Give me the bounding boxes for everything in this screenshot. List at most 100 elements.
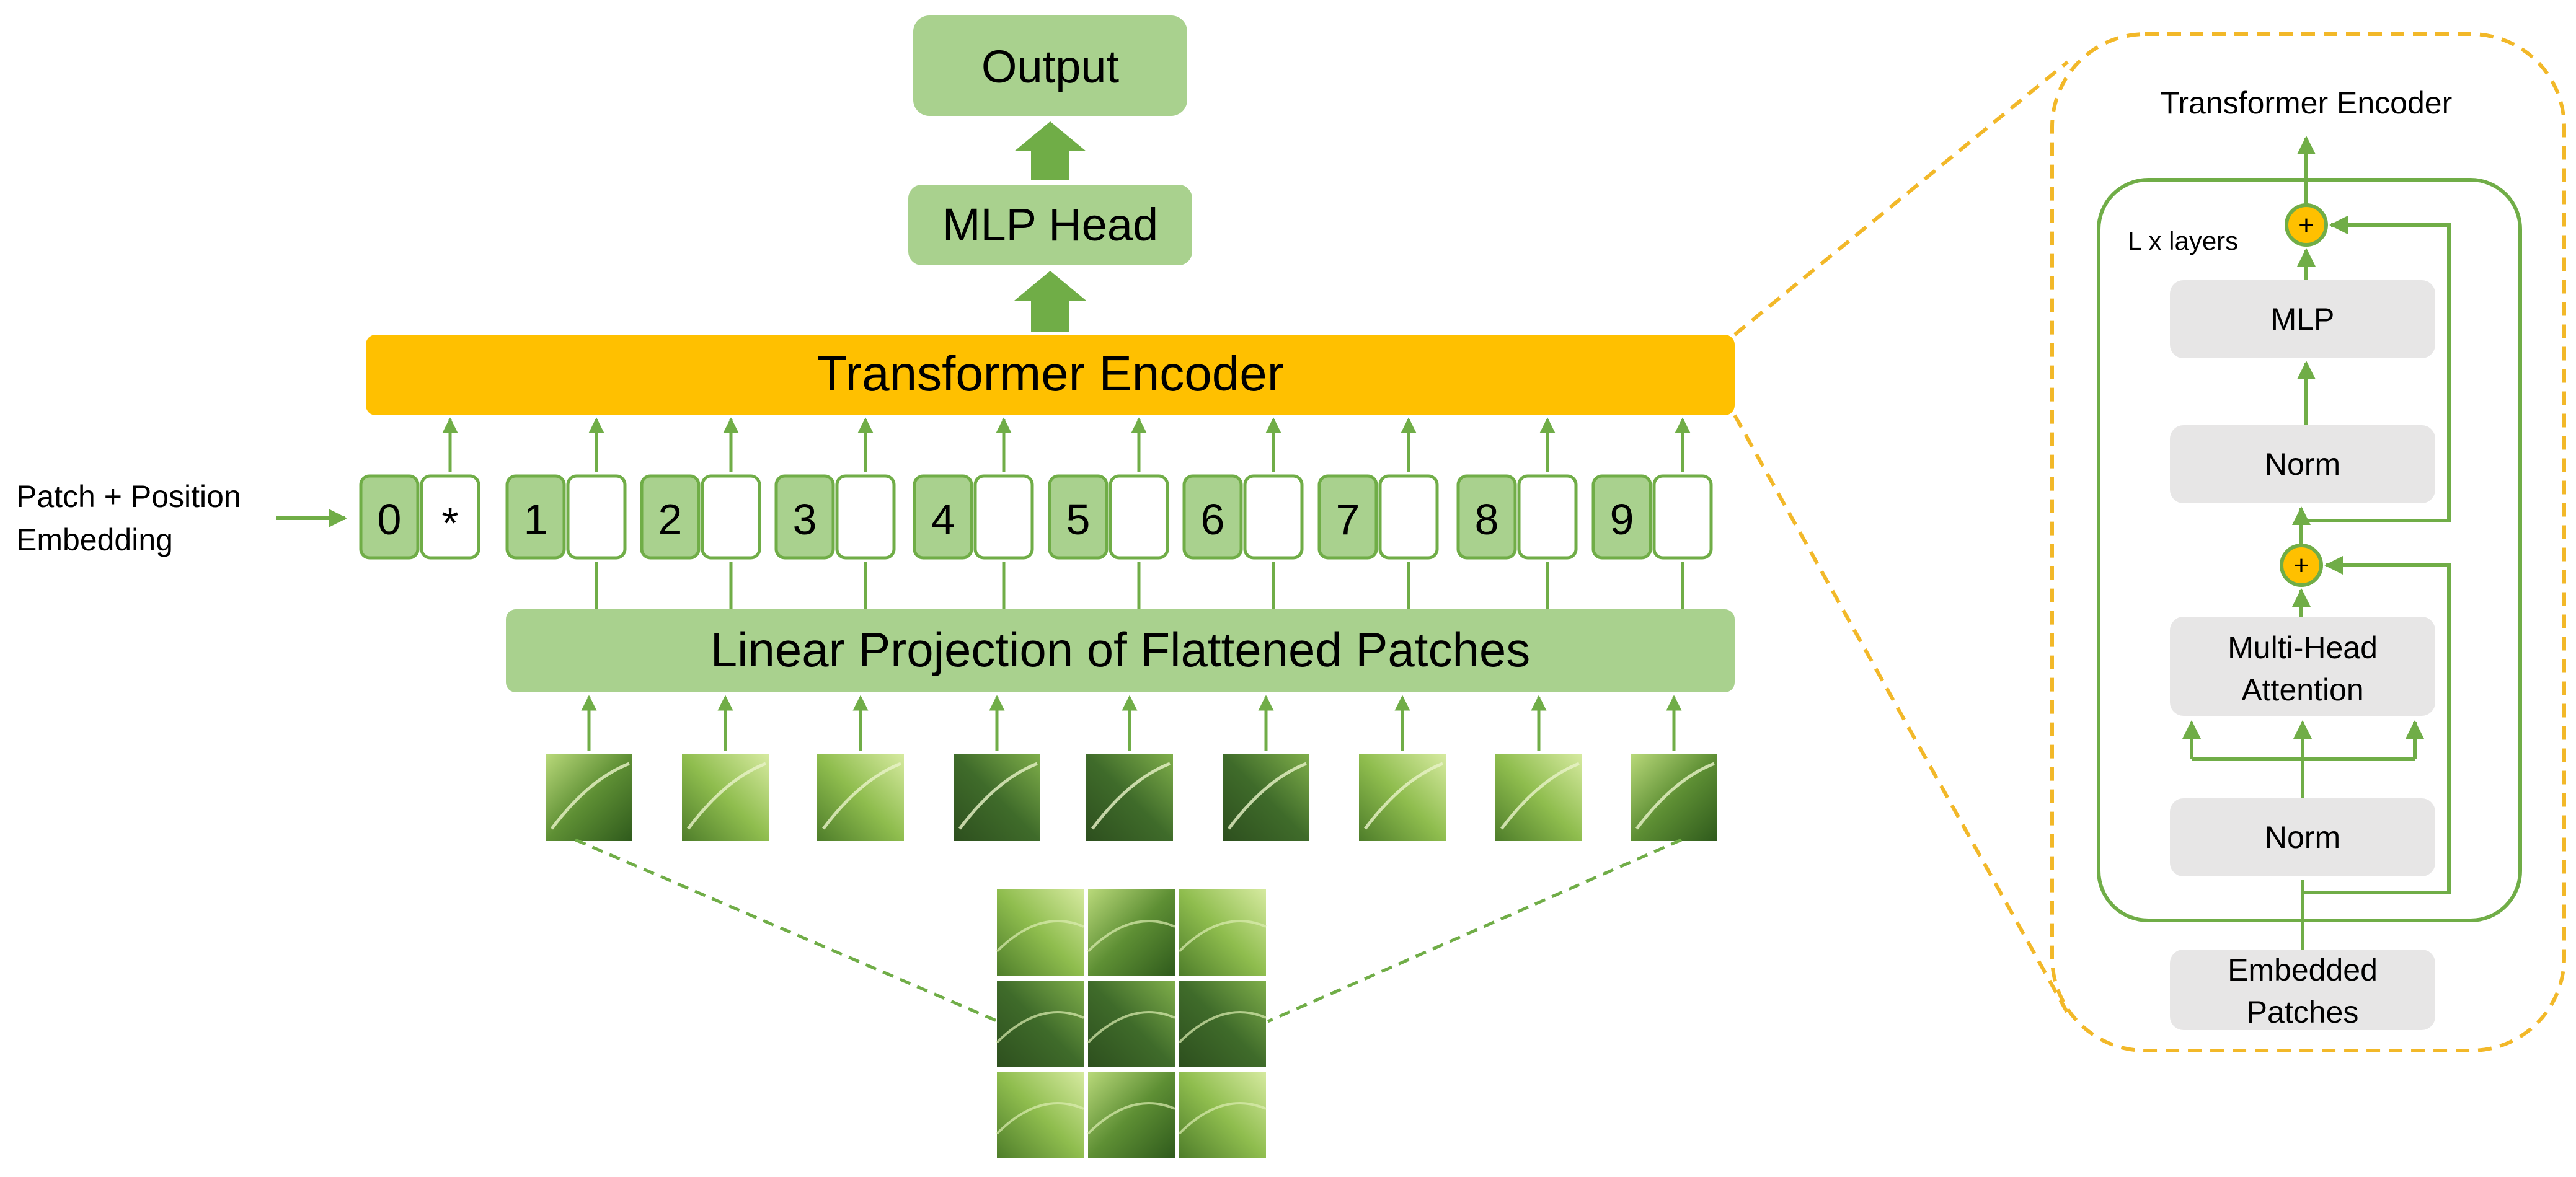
patch-image-1 [546,695,632,841]
residual-upper [2301,216,2451,522]
token-position-label: 1 [524,495,548,544]
detail-panel-outline [2050,32,2566,1052]
detail-embedded-line2: Patches [2247,995,2359,1029]
transformer-encoder-label: Transformer Encoder [817,346,1284,401]
token-position-box [1591,474,1652,560]
block-arrow-to-mlp-head [1014,271,1086,332]
detail-attention-box: Multi-Head Attention [2170,617,2435,716]
transformer-encoder-bar: Transformer Encoder [366,335,1735,415]
add-node-bottom: + [2280,544,2323,587]
mlp-head-box: MLP Head [908,185,1192,265]
input-image [996,889,1267,1158]
dashed-line-left [575,838,999,1023]
token-position-label: 0 [378,495,402,544]
detail-embedded-box: Embedded Patches [2170,950,2435,1030]
detail-title: Transformer Encoder [2161,86,2453,120]
image-grid-cell [1178,1072,1267,1158]
detail-norm-top-box: Norm [2170,425,2435,503]
token-embedding-box [1517,474,1578,560]
token-position-label: 3 [793,495,817,544]
token-3: 3 [774,417,896,609]
token-embedding-box [1378,474,1439,560]
token-2: 2 [640,417,761,609]
token-9: 9 [1591,417,1713,609]
token-position-box [640,474,701,560]
token-position-label: 4 [931,495,955,544]
embedding-label: Patch + Position Embedding [16,479,241,557]
token-6: 6 [1182,417,1304,609]
embedding-label-line2: Embedding [16,522,173,557]
output-label: Output [981,41,1120,92]
patch-image-2 [682,695,769,841]
token-embedding-box [973,474,1034,560]
token-embedding-box [835,474,896,560]
detail-norm-top-label: Norm [2265,447,2340,482]
token-1: 1 [505,417,627,609]
image-grid-cell [1087,1072,1175,1158]
add-node-top: + [2285,203,2328,247]
layers-frame [2097,178,2522,922]
token-position-box [913,474,973,560]
token-embedding-box [566,474,627,560]
image-grid-cell [1087,889,1175,976]
token-embedding-box [1652,474,1713,560]
block-arrow-to-output [1014,121,1086,180]
token-5: 5 [1048,417,1169,609]
dashed-line-right [1267,838,1683,1023]
token-position-label: 2 [658,495,683,544]
token-position-box [1456,474,1517,560]
zoom-line-bottom [1733,414,2071,1018]
token-position-label: 8 [1475,495,1499,544]
patch-image-8 [1495,695,1582,841]
detail-mlp-label: MLP [2271,302,2335,337]
image-grid-cell [1178,981,1267,1067]
detail-norm-bottom-label: Norm [2265,820,2340,855]
linear-projection-label: Linear Projection of Flattened Patches [710,622,1530,677]
image-grid-cell [996,981,1084,1067]
output-box: Output [913,15,1187,116]
token-embedding-label: * [441,499,458,547]
patch-image-7 [1359,695,1446,841]
token-embedding-box [701,474,761,560]
token-embedding-box [1109,474,1169,560]
image-grid-cell [996,889,1084,976]
token-position-box [505,474,566,560]
token-8: 8 [1456,417,1578,609]
token-position-label: 7 [1336,495,1360,544]
mlp-head-label: MLP Head [942,199,1158,250]
token-7: 7 [1317,417,1439,609]
patch-image-9 [1631,695,1717,841]
token-embedding-box [420,474,480,560]
patch-image-3 [817,695,904,841]
token-0: 0* [359,417,480,560]
layers-label: L x layers [2128,226,2238,255]
residual-lower [2303,556,2451,894]
patch-image-5 [1086,695,1173,841]
zoom-line-top [1733,60,2069,337]
image-grid-cell [1178,889,1267,976]
token-position-label: 5 [1066,495,1091,544]
token-position-box [1317,474,1378,560]
patch-image-4 [954,695,1040,841]
token-embedding-box [1243,474,1304,560]
token-position-box [774,474,835,560]
linear-projection-bar: Linear Projection of Flattened Patches [506,609,1735,692]
detail-embedded-line1: Embedded [2228,953,2378,987]
detail-mlp-box: MLP [2170,280,2435,358]
token-4: 4 [913,417,1034,609]
token-position-label: 6 [1201,495,1225,544]
patch-image-6 [1223,695,1309,841]
detail-norm-bottom-box: Norm [2170,798,2435,876]
add-node-top-symbol: + [2298,210,2314,240]
add-node-bottom-symbol: + [2293,550,2309,581]
token-position-box [1048,474,1109,560]
token-position-label: 9 [1610,495,1634,544]
embedding-label-line1: Patch + Position [16,479,241,514]
image-grid-cell [996,1072,1084,1158]
token-position-box [359,474,420,560]
patch-row [546,695,1717,841]
detail-attention-line1: Multi-Head [2228,630,2378,665]
detail-attention-line2: Attention [2241,672,2363,707]
